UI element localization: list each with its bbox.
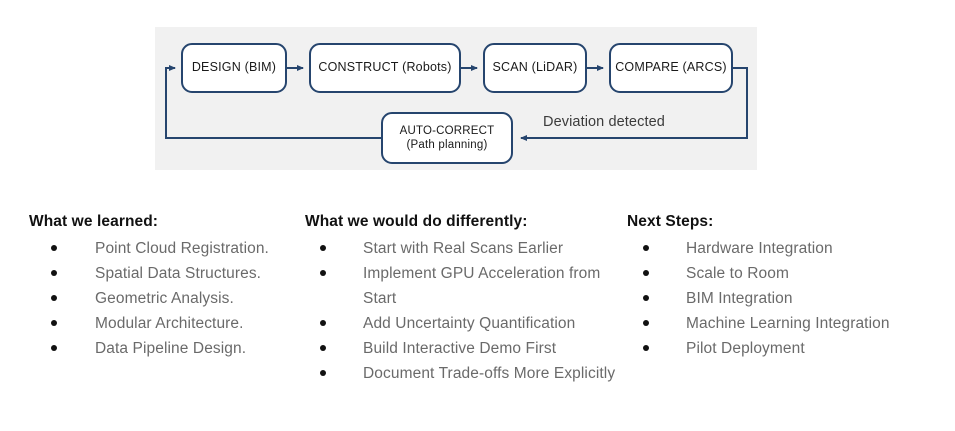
list-item: Scale to Room <box>627 261 955 286</box>
flow-node-construct[interactable]: CONSTRUCT (Robots) <box>309 43 461 93</box>
bullet-dot-icon <box>643 270 649 276</box>
list-item-text: Pilot Deployment <box>686 340 805 357</box>
column-what-we-would-do-differently: What we would do differently: Start with… <box>305 213 627 386</box>
list-item: Modular Architecture. <box>29 311 305 336</box>
list-item-text: Modular Architecture. <box>95 315 244 332</box>
flow-node-autocorrect-label-line2: (Path planning) <box>406 139 488 151</box>
list-item: Machine Learning Integration <box>627 311 955 336</box>
bullet-dot-icon <box>643 345 649 351</box>
list-item: Point Cloud Registration. <box>29 236 305 261</box>
list-item-text: Scale to Room <box>686 265 789 282</box>
list-item-text: Hardware Integration <box>686 240 833 257</box>
flow-node-compare[interactable]: COMPARE (ARCS) <box>609 43 733 93</box>
bullet-dot-icon <box>51 320 57 326</box>
list-item-text: Document Trade-offs More Explicitly <box>363 365 616 382</box>
list-item-text: Implement GPU Acceleration from Start <box>363 265 601 307</box>
bullet-dot-icon <box>643 320 649 326</box>
list-item: Spatial Data Structures. <box>29 261 305 286</box>
bullet-dot-icon <box>320 320 326 326</box>
edge-label-deviation-detected: Deviation detected <box>543 114 665 130</box>
flow-node-scan-label: SCAN (LiDAR) <box>492 60 578 75</box>
list-item: Add Uncertainty Quantification <box>305 311 627 336</box>
column-heading: What we learned: <box>29 213 159 230</box>
list-item-text: Add Uncertainty Quantification <box>363 315 576 332</box>
process-flow-diagram: DESIGN (BIM) CONSTRUCT (Robots) SCAN (Li… <box>155 27 757 170</box>
flow-node-autocorrect-label-line1: AUTO-CORRECT <box>399 124 495 137</box>
list-item: BIM Integration <box>627 286 955 311</box>
bullet-dot-icon <box>643 295 649 301</box>
column-heading: What we would do differently: <box>305 213 528 230</box>
list-item: Hardware Integration <box>627 236 955 261</box>
column-heading: Next Steps: <box>627 213 714 230</box>
list-item-text: Point Cloud Registration. <box>95 240 269 257</box>
list-item-text: Geometric Analysis. <box>95 290 234 307</box>
list-item-text: Start with Real Scans Earlier <box>363 240 564 257</box>
flow-node-autocorrect[interactable]: AUTO-CORRECT (Path planning) <box>381 112 513 164</box>
list-item: Implement GPU Acceleration from Start <box>305 261 627 311</box>
bullet-dot-icon <box>51 345 57 351</box>
bullet-dot-icon <box>320 345 326 351</box>
column-what-we-learned: What we learned: Point Cloud Registratio… <box>0 213 305 386</box>
list-item-text: BIM Integration <box>686 290 793 307</box>
bullet-dot-icon <box>51 295 57 301</box>
bullet-dot-icon <box>643 245 649 251</box>
bullet-dot-icon <box>51 270 57 276</box>
bullet-dot-icon <box>320 270 326 276</box>
list-item: Geometric Analysis. <box>29 286 305 311</box>
list-item: Pilot Deployment <box>627 336 955 361</box>
summary-columns: What we learned: Point Cloud Registratio… <box>0 213 955 386</box>
list-item-text: Data Pipeline Design. <box>95 340 247 357</box>
list-item-text: Machine Learning Integration <box>686 315 890 332</box>
list-item: Data Pipeline Design. <box>29 336 305 361</box>
flow-node-construct-label: CONSTRUCT (Robots) <box>318 60 452 75</box>
list-item-text: Build Interactive Demo First <box>363 340 557 357</box>
flow-node-design-label: DESIGN (BIM) <box>191 60 277 75</box>
bullet-list: Start with Real Scans Earlier Implement … <box>305 236 627 386</box>
column-next-steps: Next Steps: Hardware Integration Scale t… <box>627 213 955 386</box>
list-item-text: Spatial Data Structures. <box>95 265 262 282</box>
bullet-dot-icon <box>51 245 57 251</box>
bullet-dot-icon <box>320 245 326 251</box>
bullet-dot-icon <box>320 370 326 376</box>
flow-node-design[interactable]: DESIGN (BIM) <box>181 43 287 93</box>
bullet-list: Hardware Integration Scale to Room BIM I… <box>627 236 955 361</box>
flow-node-compare-label: COMPARE (ARCS) <box>615 60 727 75</box>
list-item: Build Interactive Demo First <box>305 336 627 361</box>
flow-node-scan[interactable]: SCAN (LiDAR) <box>483 43 587 93</box>
list-item: Document Trade-offs More Explicitly <box>305 361 627 386</box>
bullet-list: Point Cloud Registration. Spatial Data S… <box>29 236 305 361</box>
list-item: Start with Real Scans Earlier <box>305 236 627 261</box>
